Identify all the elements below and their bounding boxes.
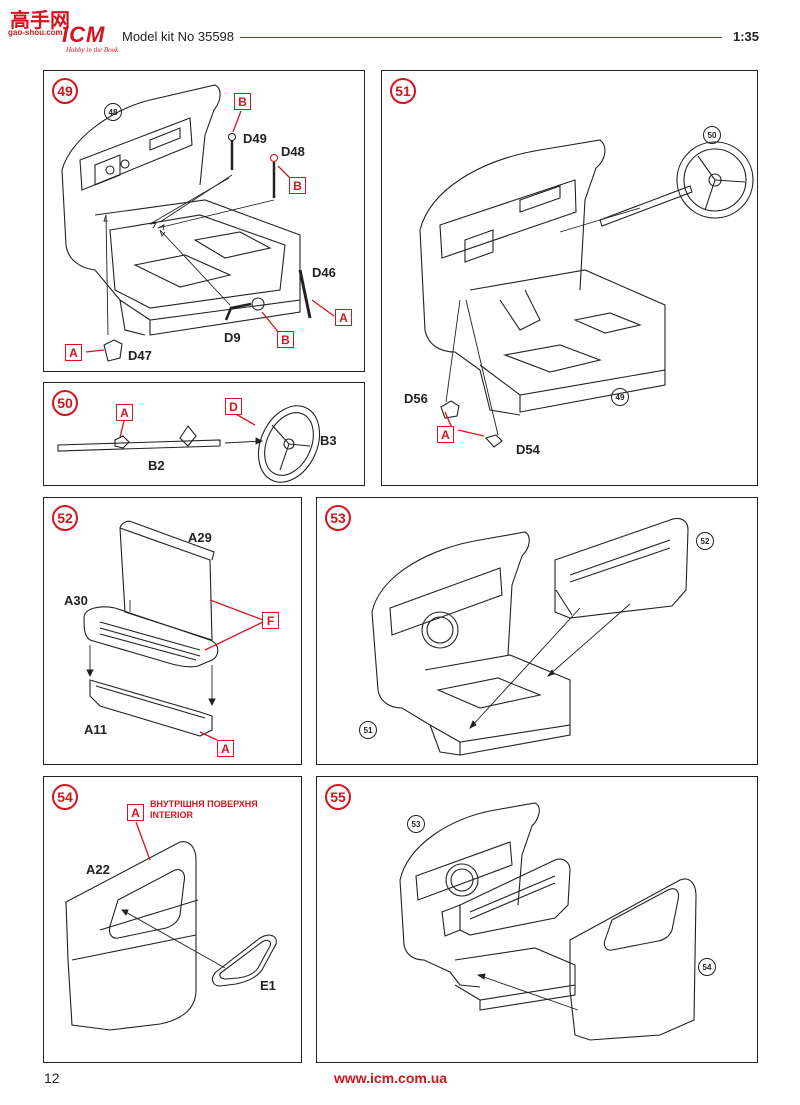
step-53-ref-52: 52 bbox=[696, 532, 714, 550]
step-50-number: 50 bbox=[52, 390, 78, 416]
step-49-sprue-a1: A bbox=[335, 309, 352, 326]
step-53-ref-51: 51 bbox=[359, 721, 377, 739]
part-label-d54: D54 bbox=[516, 442, 540, 457]
step-50-sprue-a: A bbox=[116, 404, 133, 421]
site-logo-url: gao-shou.com bbox=[8, 28, 63, 37]
part-label-a11: A11 bbox=[84, 722, 108, 737]
part-label-a22: A22 bbox=[86, 862, 110, 877]
part-label-d47: D47 bbox=[128, 348, 152, 363]
step-50-panel bbox=[43, 382, 365, 486]
page-header: 高手网 gao-shou.com ICM Hobby in the Book M… bbox=[0, 0, 800, 60]
step-49-number: 49 bbox=[52, 78, 78, 104]
part-label-d9: D9 bbox=[224, 330, 241, 345]
step-51-ref-50: 50 bbox=[703, 126, 721, 144]
header-rule bbox=[240, 37, 722, 38]
step-55-number: 55 bbox=[325, 784, 351, 810]
icm-logo: ICM bbox=[62, 22, 106, 47]
part-label-d56: D56 bbox=[404, 391, 428, 406]
icm-tagline: Hobby in the Book bbox=[66, 46, 119, 54]
part-label-d48: D48 bbox=[281, 144, 305, 159]
step-55-ref-54: 54 bbox=[698, 958, 716, 976]
step-49-sprue-b3: B bbox=[277, 331, 294, 348]
step-51-number: 51 bbox=[390, 78, 416, 104]
interior-note-en: INTERIOR bbox=[150, 810, 194, 820]
step-49-sprue-a2: A bbox=[65, 344, 82, 361]
step-52-sprue-f: F bbox=[262, 612, 279, 629]
website-link[interactable]: www.icm.com.ua bbox=[334, 1070, 448, 1086]
step-54-panel bbox=[43, 776, 302, 1063]
step-49-panel bbox=[43, 70, 365, 372]
interior-note-ua: ВНУТРІШНЯ ПОВЕРХНЯ bbox=[150, 799, 258, 809]
part-label-b2: B2 bbox=[148, 458, 165, 473]
part-label-d46: D46 bbox=[312, 265, 336, 280]
step-54-number: 54 bbox=[52, 784, 78, 810]
step-51-panel bbox=[381, 70, 758, 486]
step-49-sprue-b1: B bbox=[234, 93, 251, 110]
step-54-sprue-a: A bbox=[127, 804, 144, 821]
step-51-sprue-a: A bbox=[437, 426, 454, 443]
step-49-sprue-b2: B bbox=[289, 177, 306, 194]
step-51-ref-49: 49 bbox=[611, 388, 629, 406]
part-label-a29: A29 bbox=[188, 530, 212, 545]
part-label-b3: B3 bbox=[320, 433, 337, 448]
page-number: 12 bbox=[44, 1070, 60, 1086]
step-55-panel bbox=[316, 776, 758, 1063]
site-logo-text: 高手网 bbox=[10, 8, 70, 32]
step-52-sprue-a: A bbox=[217, 740, 234, 757]
step-52-panel bbox=[43, 497, 302, 765]
step-53-panel bbox=[316, 497, 758, 765]
kit-title: Model kit No 35598 bbox=[122, 29, 235, 44]
part-label-e1: E1 bbox=[260, 978, 276, 993]
scale-label: 1:35 bbox=[733, 29, 760, 44]
step-52-number: 52 bbox=[52, 505, 78, 531]
step-50-sprue-d: D bbox=[225, 398, 242, 415]
step-55-ref-53: 53 bbox=[407, 815, 425, 833]
part-label-a30: A30 bbox=[64, 593, 88, 608]
step-49-ref-48: 48 bbox=[104, 103, 122, 121]
part-label-d49: D49 bbox=[243, 131, 267, 146]
step-53-number: 53 bbox=[325, 505, 351, 531]
